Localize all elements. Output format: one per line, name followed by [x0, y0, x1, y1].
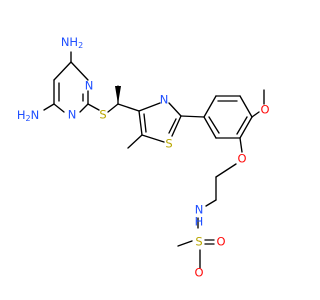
bond — [70, 61, 89, 81]
bond — [239, 137, 243, 153]
atom-o-sulfonyl-left: O — [216, 235, 225, 249]
atom-o-methoxy: O — [260, 103, 269, 117]
bond — [168, 118, 177, 134]
bond — [138, 102, 161, 112]
bond — [127, 134, 143, 149]
bond — [107, 103, 119, 113]
atom-nh2-top-main: NH — [61, 35, 78, 49]
atom-n-thiazole: N — [160, 93, 169, 107]
atom-h2n-left-h: H — [17, 108, 26, 122]
atom-n-pyrimidine-2: N — [68, 108, 77, 122]
molecule-diagram: NH2 H2N N N S N S O O N H S O O — [17, 35, 270, 280]
atom-layer: NH2 H2N N N S N S O O N H S O O — [17, 35, 270, 280]
atom-s-thioether: S — [99, 108, 106, 122]
atom-h-sulfonamide: H — [195, 215, 204, 229]
atom-n-pyrimidine-1: N — [85, 79, 94, 93]
bond — [141, 134, 165, 143]
bond — [117, 103, 140, 112]
bond — [177, 240, 193, 247]
bond — [53, 61, 72, 81]
atom-nh2-top: NH2 — [61, 35, 83, 50]
bond — [171, 115, 182, 137]
atom-o-ether: O — [237, 152, 246, 166]
bond — [251, 111, 260, 118]
bond — [168, 102, 182, 117]
bond — [79, 103, 89, 113]
bond — [208, 116, 220, 134]
atom-o-sulfonyl-bottom: O — [194, 266, 203, 280]
bond — [205, 199, 217, 207]
bond — [143, 113, 147, 133]
atom-h2n-left: H2N — [17, 108, 39, 123]
atom-h2n-left-sub: 2 — [25, 114, 30, 123]
atom-s-thiazole: S — [165, 137, 172, 151]
bond — [215, 163, 237, 178]
bond-layer — [43, 51, 265, 269]
atom-h2n-left-n: N — [31, 108, 40, 122]
bond — [138, 110, 143, 136]
bond — [203, 116, 217, 139]
atom-n-sulfonamide: N — [195, 203, 204, 217]
atom-s-sulfonyl: S — [195, 235, 202, 249]
bond — [180, 115, 205, 118]
bond — [43, 103, 55, 111]
stereo-wedge — [115, 86, 121, 104]
bond — [239, 95, 253, 118]
bond — [87, 103, 100, 111]
bond — [53, 103, 65, 113]
bond — [236, 116, 248, 135]
atom-nh2-top-sub: 2 — [78, 41, 83, 50]
bond — [239, 116, 253, 139]
bond — [203, 95, 217, 118]
